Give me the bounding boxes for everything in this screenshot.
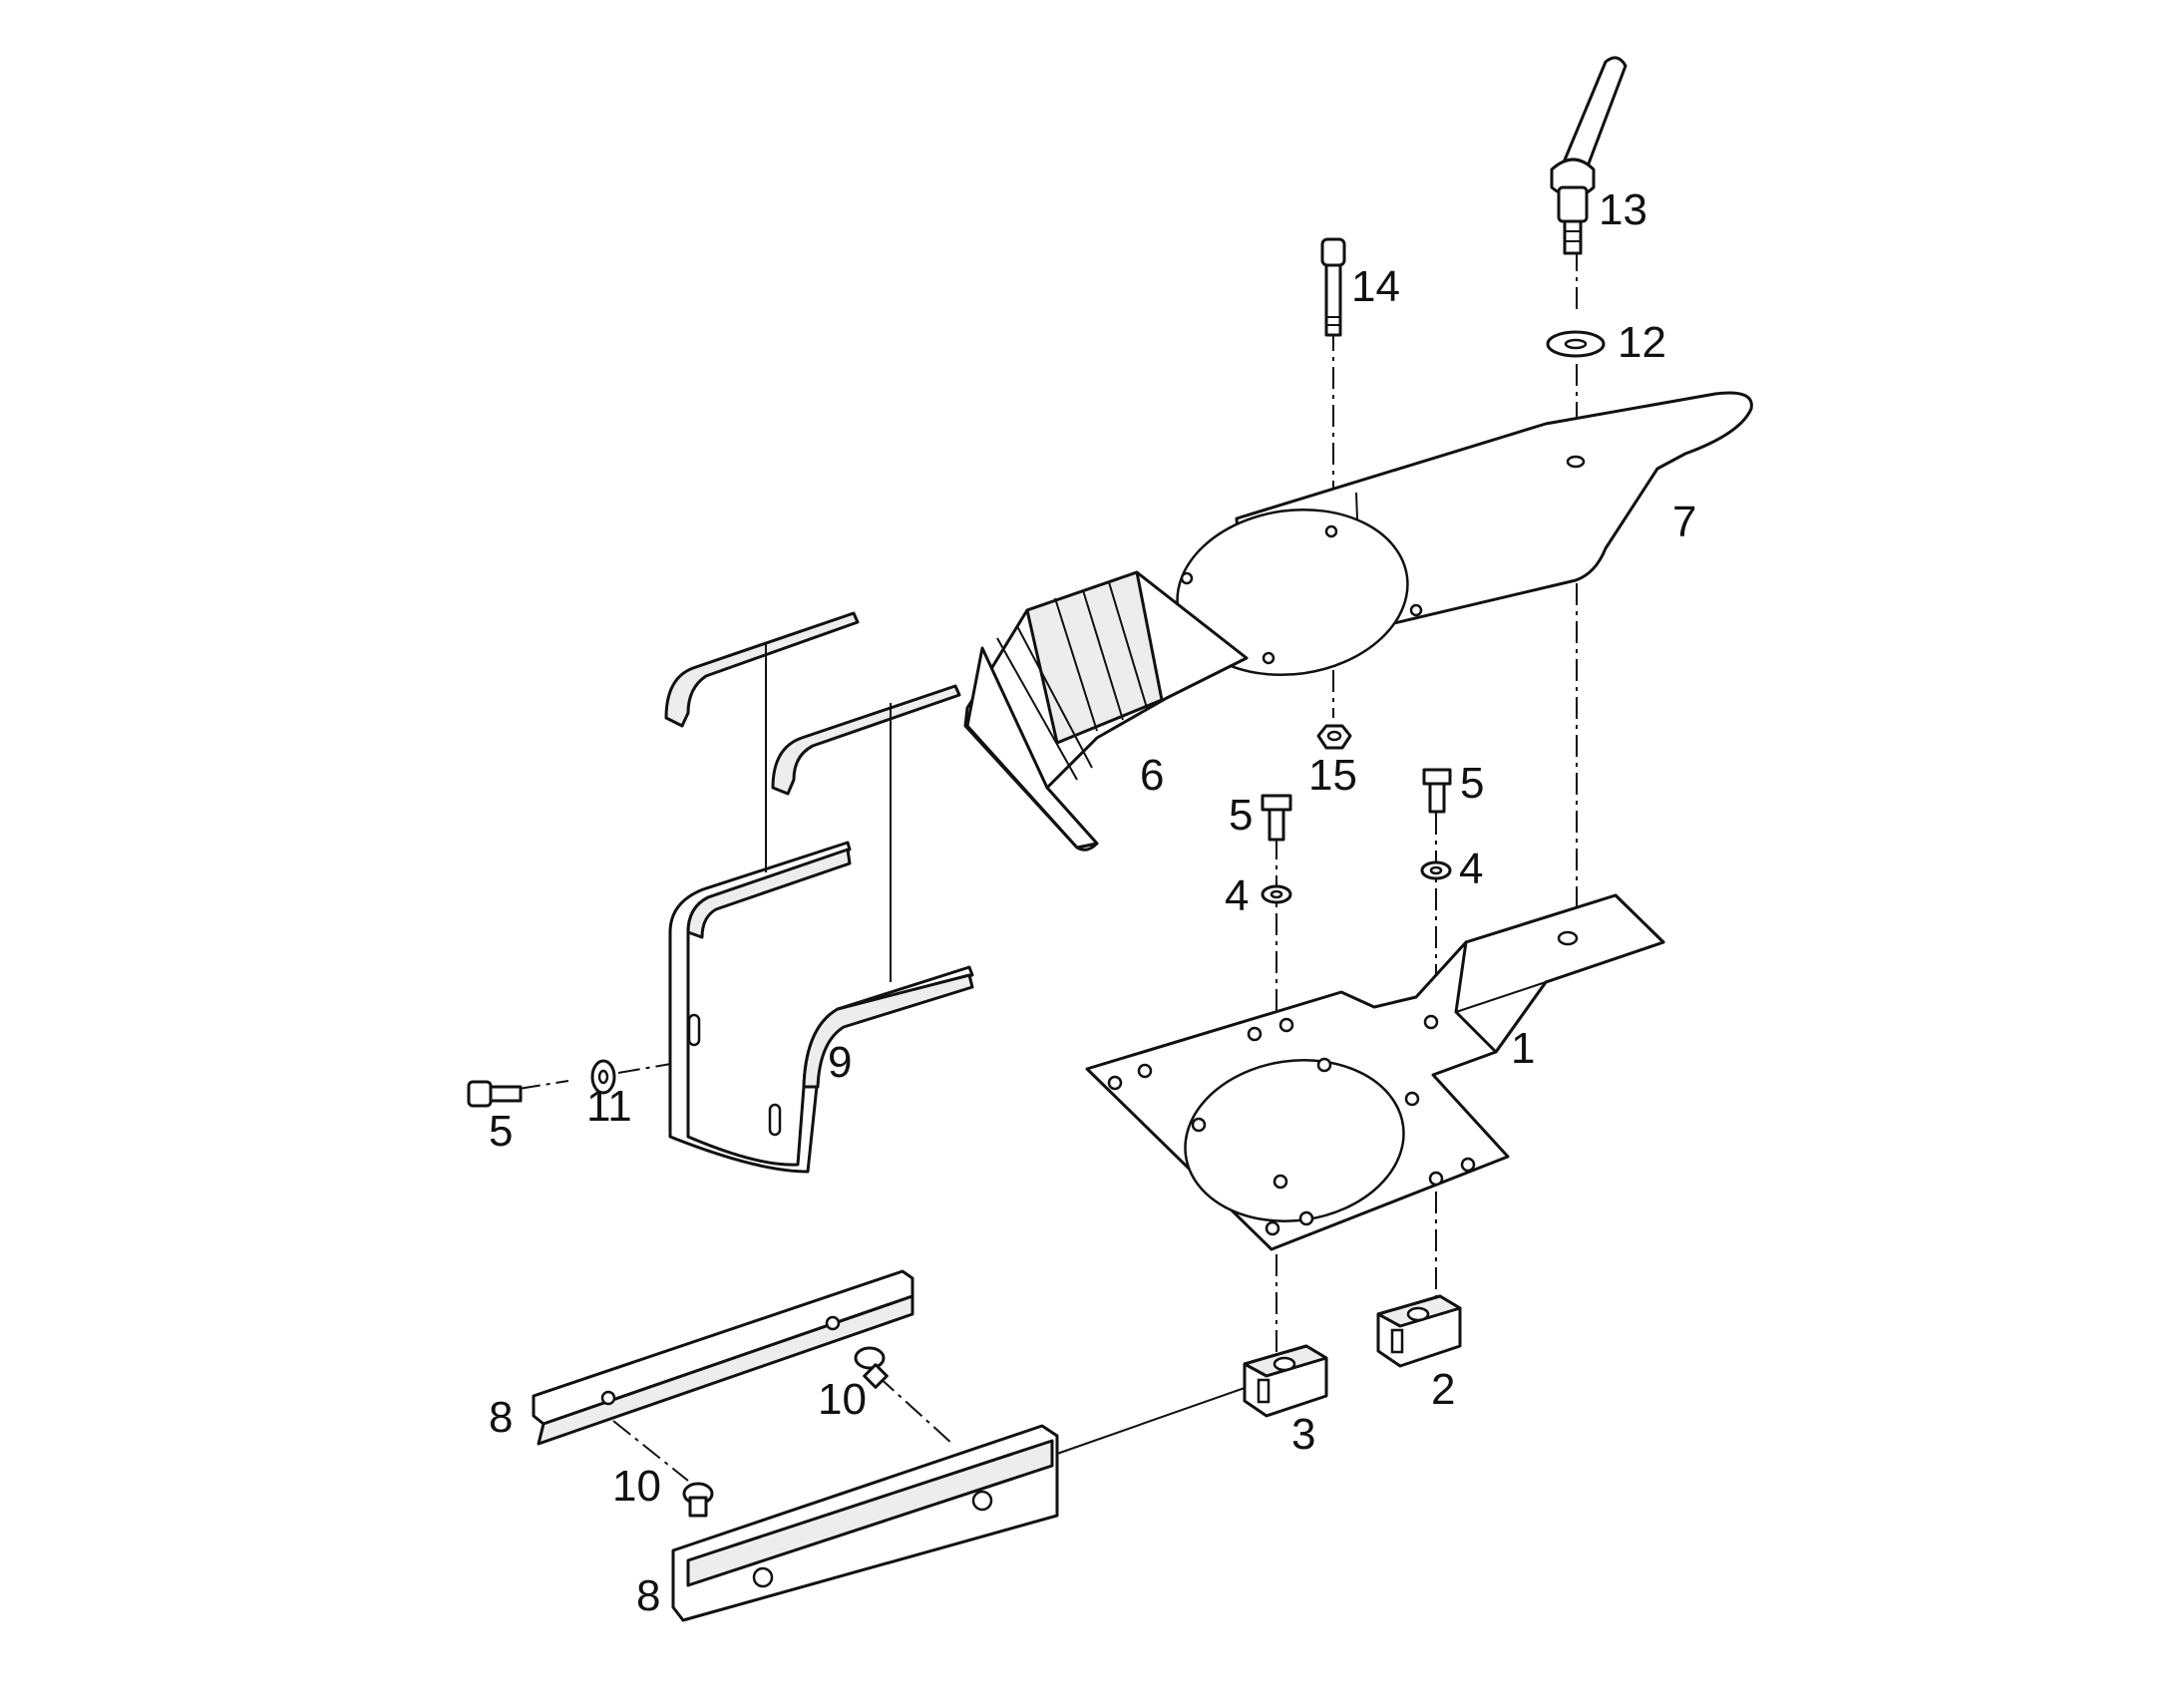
base-plate-1 [1085,893,1665,1251]
rail-8-lower [671,1424,1059,1622]
callout-5-right: 5 [1460,759,1484,808]
callout-10-upper: 10 [818,1375,867,1424]
screw-5-bracket [467,1080,523,1108]
leader-rail-to-block [1056,1387,1246,1455]
assembly-axes [518,249,1578,1482]
bolt-14 [1320,237,1346,337]
washer-4-left [1261,884,1292,904]
washer-11 [590,1059,616,1095]
axis-screw-10-lower [612,1420,689,1482]
callout-8-lower: 8 [636,1571,660,1620]
callout-3: 3 [1291,1410,1315,1459]
bracket-9 [668,841,974,1174]
axis-screw-5-bracket [518,1080,569,1090]
callout-6: 6 [1140,751,1164,800]
nut-15 [1316,724,1352,750]
callout-14: 14 [1351,262,1400,311]
screw-10-lower [682,1482,714,1518]
callout-2: 2 [1431,1365,1455,1414]
axis-screw-10-upper [877,1375,953,1445]
callout-12: 12 [1618,318,1666,367]
guide-block-3 [1243,1344,1328,1418]
screw-5-right [1422,768,1452,814]
guide-block-2 [1376,1294,1462,1368]
callout-4-right: 4 [1459,845,1483,893]
cover-plate-7 [1176,391,1753,677]
screw-5-left [1261,794,1292,842]
callout-11: 11 [586,1082,632,1131]
clamping-lever-13 [1550,56,1628,255]
strip-right [771,684,961,796]
callout-1: 1 [1511,1024,1535,1073]
strip-left [664,611,860,728]
callout-9: 9 [828,1038,852,1087]
callout-5-bracket: 5 [489,1107,513,1156]
washer-4-right [1420,860,1452,880]
washer-12 [1546,330,1606,358]
rail-8-upper [532,1269,914,1446]
callout-13: 13 [1599,185,1647,234]
callout-4-left: 4 [1225,871,1249,920]
screw-10-upper [854,1346,889,1389]
callout-10-lower: 10 [612,1462,661,1511]
callout-labels: 1 2 3 4 4 5 5 5 6 7 8 8 9 10 10 11 12 13… [489,185,1696,1620]
apron-segments-6 [963,570,1249,852]
callout-8-upper: 8 [489,1393,513,1442]
callout-7: 7 [1672,498,1696,546]
callout-15: 15 [1308,751,1357,800]
callout-5-left: 5 [1229,791,1253,840]
